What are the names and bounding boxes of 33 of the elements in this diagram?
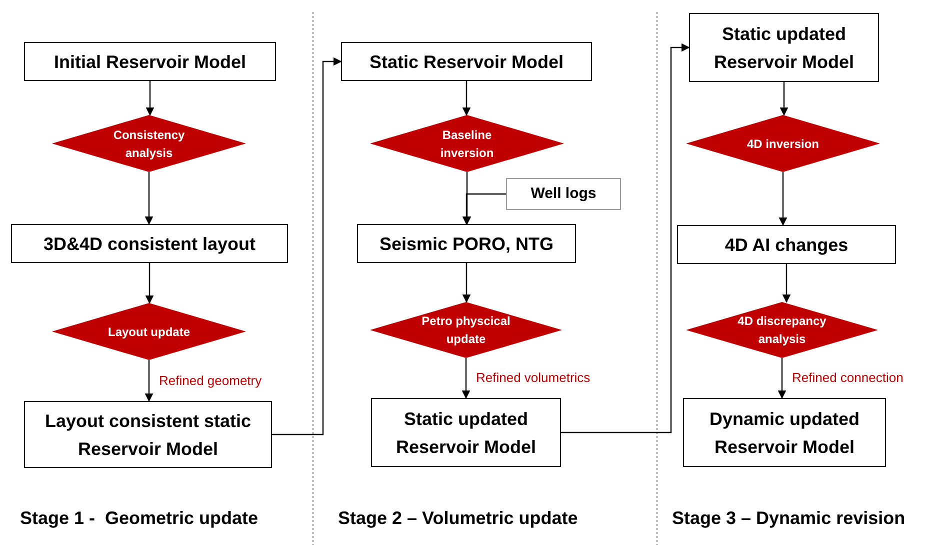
stage-caption: Stage 1 - Geometric update (20, 507, 258, 530)
stage-caption: Stage 2 – Volumetric update (338, 507, 578, 530)
decision-text: Layout update (106, 324, 191, 340)
arrow (561, 43, 690, 434)
decision-text: Petro physcical update (420, 313, 512, 348)
arrow (272, 57, 342, 436)
decision-text: Baseline inversion (439, 126, 495, 162)
arrow (778, 358, 786, 399)
stage-caption: Stage 3 – Dynamic revision (672, 507, 906, 530)
process-box: Static updated Reservoir Model (371, 398, 561, 467)
decision-text: 4D discrepancy analysis (736, 313, 828, 348)
arrow (780, 82, 788, 116)
arrow (778, 172, 788, 226)
arrow (462, 81, 471, 116)
process-box: 4D AI changes (677, 225, 896, 264)
decision-text: 4D inversion (746, 136, 820, 152)
arrow (146, 81, 154, 116)
arrow (145, 263, 154, 304)
arrow (144, 360, 154, 402)
arrow (462, 358, 470, 399)
process-box: Layout consistent static Reservoir Model (24, 401, 272, 468)
process-box: Static Reservoir Model (341, 42, 592, 81)
process-box: Seismic PORO, NTG (357, 224, 576, 263)
process-box: Well logs (506, 178, 621, 210)
arrow (462, 263, 471, 303)
arrow (144, 172, 154, 225)
process-box: 3D&4D consistent layout (11, 224, 288, 263)
arrow (782, 264, 791, 303)
arrow (462, 193, 506, 225)
process-box: Dynamic updated Reservoir Model (683, 398, 886, 467)
process-box: Initial Reservoir Model (24, 42, 276, 81)
decision-text: Consistency analysis (112, 126, 186, 162)
process-box: Static updated Reservoir Model (689, 13, 879, 82)
